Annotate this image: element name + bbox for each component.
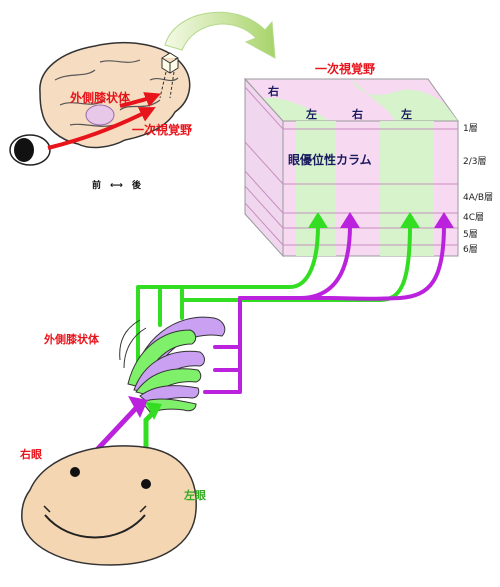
label-front: 前	[92, 179, 101, 191]
zoom-curved-arrow	[164, 11, 276, 59]
magenta-arrowhead-2	[434, 212, 454, 228]
brain-v1-label: 一次視覚野	[132, 122, 192, 137]
green-pathway-1	[136, 223, 320, 377]
lgn-structure	[119, 316, 226, 413]
cube-top-label-2: 左	[305, 107, 317, 121]
column-green-2	[380, 121, 434, 256]
layer-label-2-3: 2/3層	[463, 156, 487, 167]
brain-illustration: 外側膝状体 一次視覚野 前 ⟷ 後	[9, 41, 192, 191]
magenta-pathway-4	[238, 223, 446, 301]
layer-label-1: 1層	[463, 123, 478, 134]
face-outline	[21, 445, 197, 566]
ocular-dominance-column-label: 眼優位性カラム	[288, 152, 372, 167]
label-arrow: ⟷	[110, 181, 123, 191]
cube-top-label-3: 右	[351, 107, 363, 121]
green-arrowhead-1	[308, 212, 328, 228]
green-arrowhead-2	[400, 212, 420, 228]
brain-red-arrow-lower	[47, 107, 156, 150]
layer-label-5: 5層	[463, 229, 478, 240]
label-back: 後	[132, 179, 142, 191]
brain-red-arrow-upper	[119, 92, 161, 108]
cube-title: 一次視覚野	[315, 61, 375, 76]
face-mouth-ends	[43, 505, 147, 513]
mini-cube-icon	[161, 52, 179, 74]
face-illustration	[21, 445, 197, 566]
face-right-eye	[70, 467, 80, 477]
cube-top-green-band	[352, 79, 458, 121]
right-eye-label: 右眼	[19, 447, 42, 461]
brain-eye-pupil	[14, 138, 34, 162]
cube-top-label-4: 左	[400, 107, 412, 121]
layer-label-4c: 4C層	[463, 212, 484, 223]
cube-layer-lines	[244, 86, 458, 246]
lgn-label: 外側膝状体	[43, 332, 100, 346]
face-left-eye	[141, 479, 151, 489]
face-mouth	[44, 514, 146, 539]
brain-lgn-label: 外側膝状体	[70, 90, 131, 105]
left-eye-arrowhead	[146, 402, 162, 420]
layer-label-4ab: 4A/B層	[463, 192, 493, 203]
brain-gyri	[54, 59, 179, 127]
magenta-pathway-1	[213, 223, 352, 349]
left-eye-label: 左眼	[183, 488, 206, 502]
magenta-arrowhead-1	[340, 212, 360, 228]
v1-cube: 一次視覚野 右 左 右 左 眼優位性カラム 1層 2/3層 4A/B層 4C層 …	[243, 61, 493, 258]
magenta-pathway-3	[203, 296, 242, 394]
mini-cube-pointer	[159, 71, 175, 99]
right-eye-arrowhead	[128, 396, 148, 418]
cube-top-label-1: 右	[267, 84, 279, 98]
layer-label-6: 6層	[463, 244, 478, 255]
brain-lgn-spot	[85, 104, 115, 126]
